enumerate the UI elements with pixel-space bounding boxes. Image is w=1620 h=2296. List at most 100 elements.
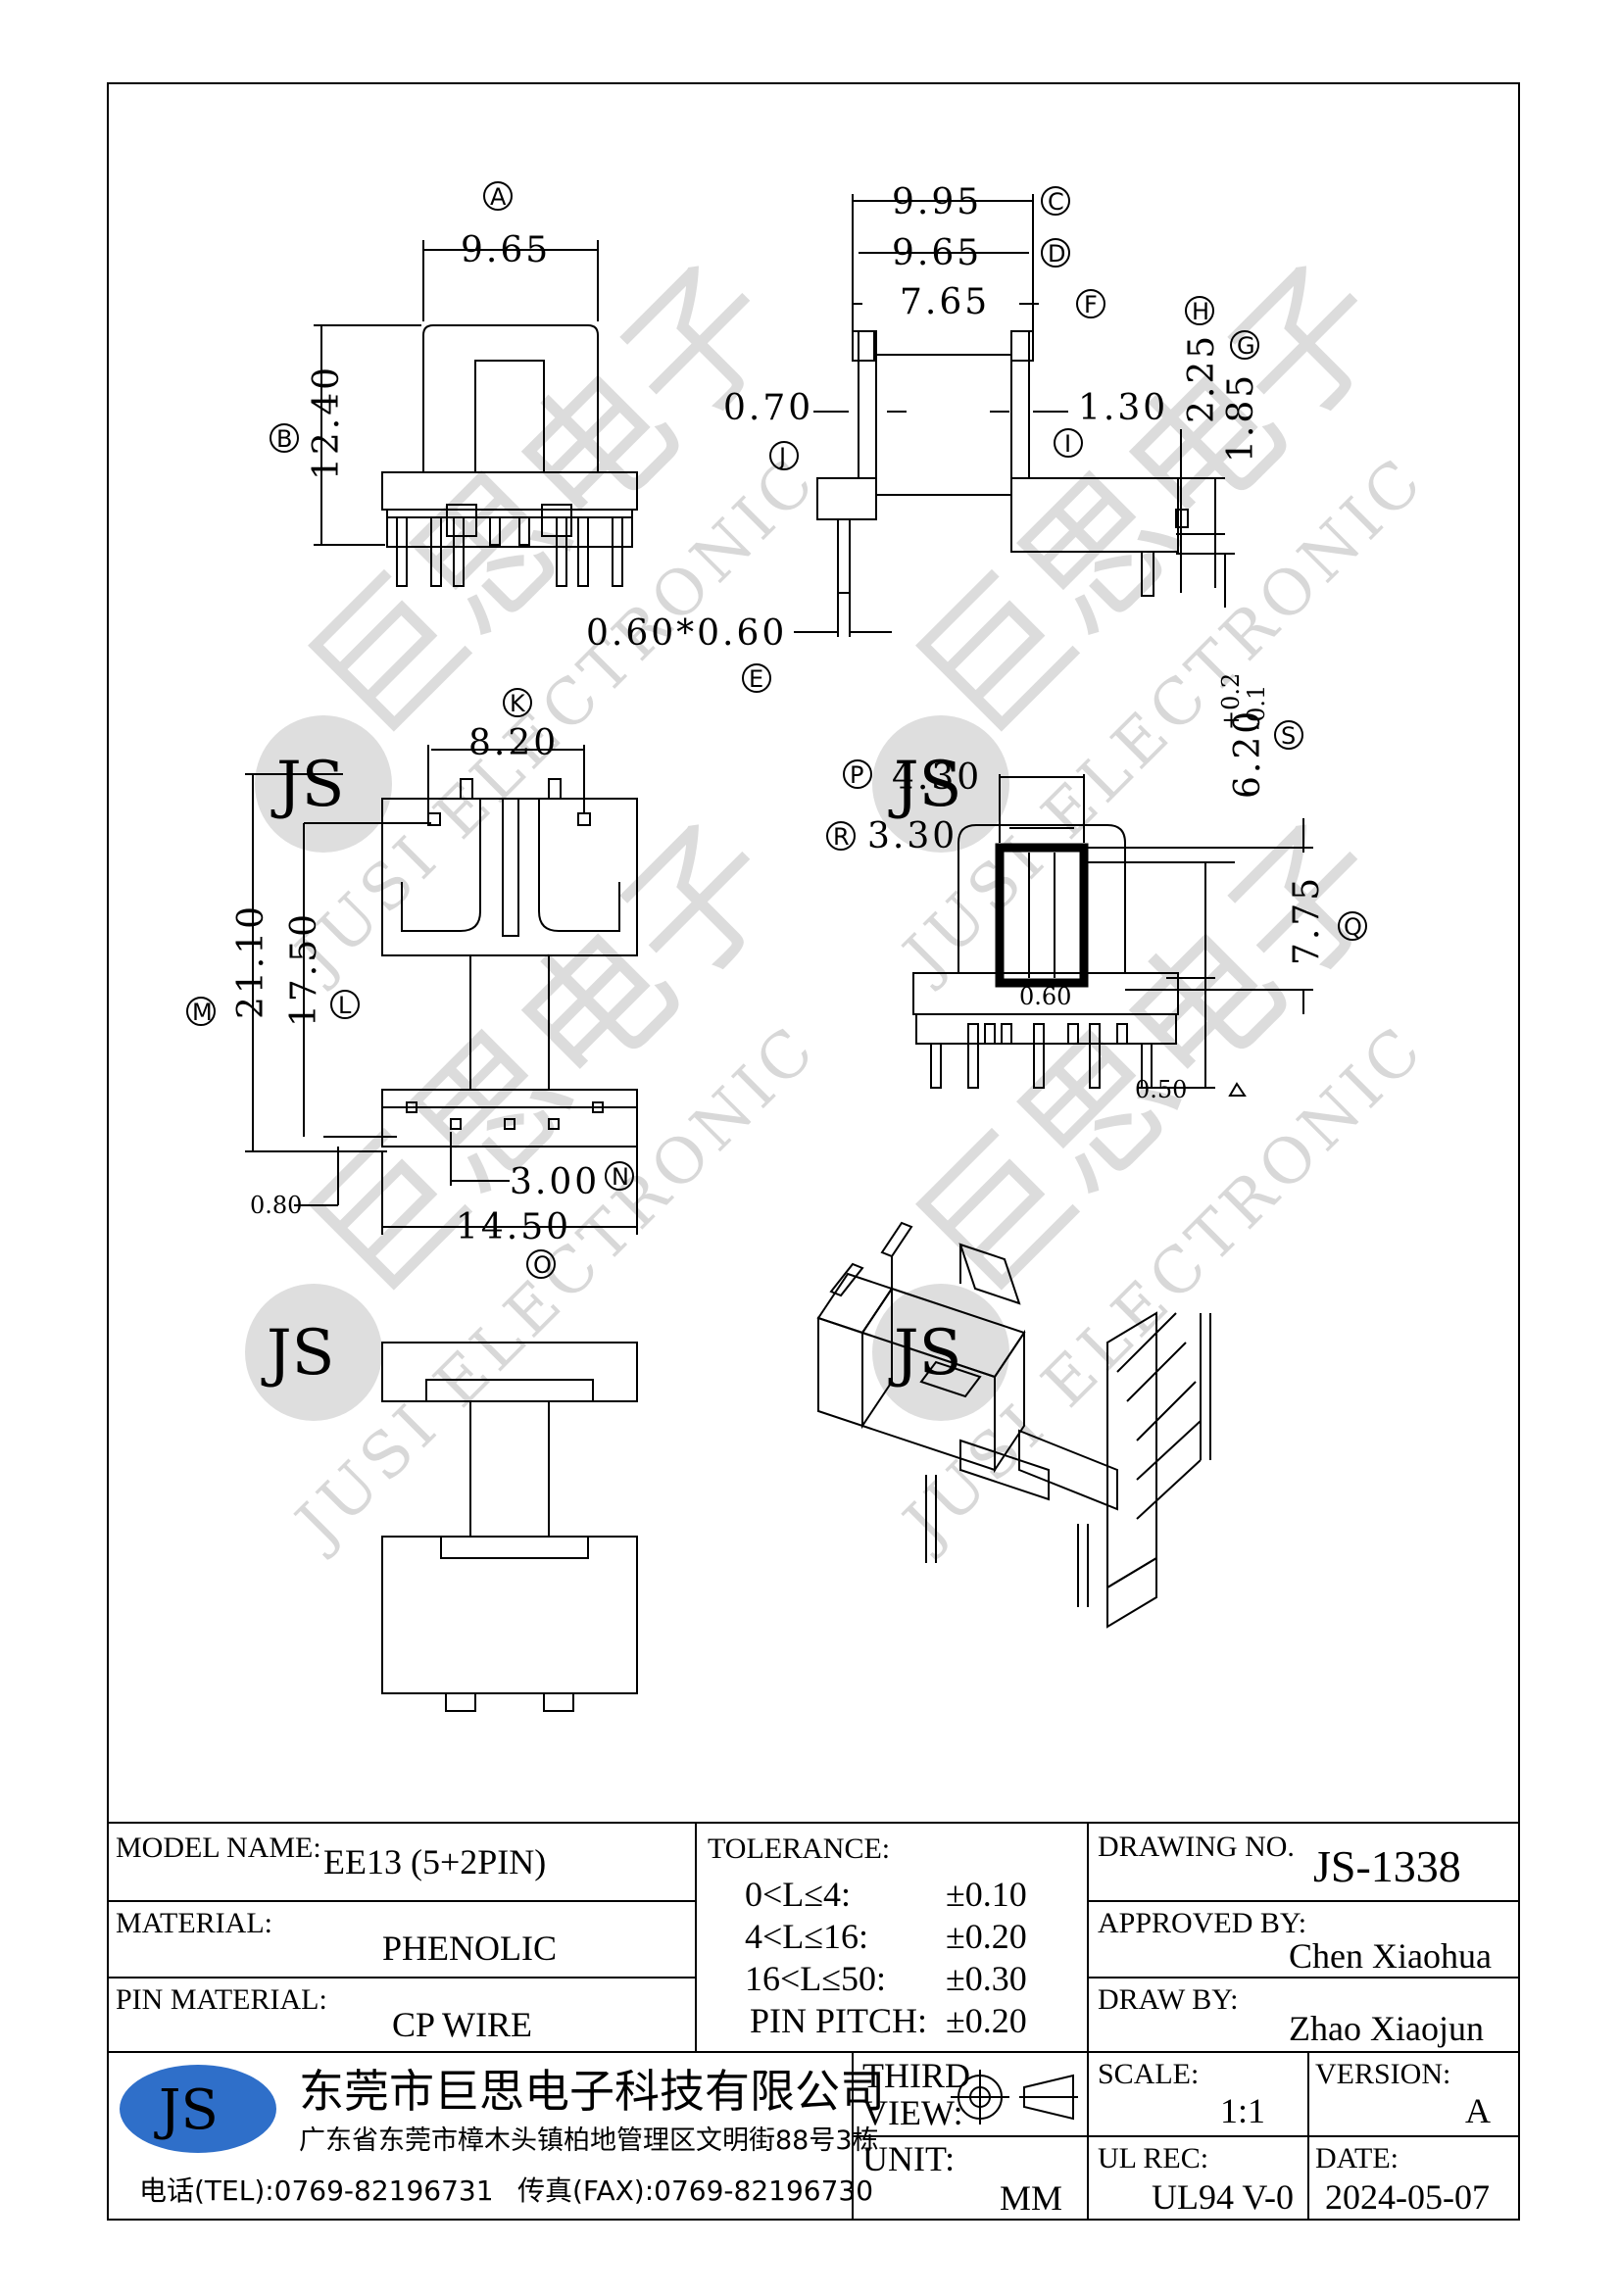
ref-H: H [1192, 298, 1209, 325]
dim-H: 2.25 [1182, 333, 1222, 423]
bottom-view [381, 1342, 638, 1712]
drawing-no: JS-1338 [1313, 1841, 1461, 1891]
side-view [794, 194, 1235, 637]
dim-A: 9.65 [461, 230, 551, 270]
view-label: VIEW: [862, 2093, 963, 2132]
reference-markers [186, 181, 1367, 1279]
tolerance-range-2: 4<L≤16: [745, 1917, 868, 1956]
dimension-labels: 9.65 12.40 9.95 9.65 7.65 0.70 1.30 2.25… [231, 182, 1327, 1247]
dim-S: 6.20 [1228, 708, 1268, 799]
top-view [245, 745, 638, 1235]
ref-B: B [276, 425, 292, 453]
approved-by: Chen Xiaohua [1289, 1936, 1492, 1976]
title-block: MODEL NAME: EE13 (5+2PIN) MATERIAL: PHEN… [116, 1831, 1492, 2218]
dim-S-minus: -0.1 [1243, 685, 1270, 730]
ref-E: E [749, 665, 763, 693]
dim-050: 0.50 [1135, 1076, 1187, 1103]
dim-E: 0.60*0.60 [586, 613, 787, 654]
unit: MM [1000, 2178, 1062, 2218]
ref-R: R [833, 823, 850, 851]
front-view [314, 240, 638, 587]
dim-K: 8.20 [468, 723, 559, 763]
dim-I: 1.30 [1078, 388, 1168, 428]
pin-material-label: PIN MATERIAL: [116, 1983, 327, 2016]
pin-pitch-label: PIN PITCH: [750, 2001, 927, 2040]
dim-Q: 7.75 [1287, 875, 1327, 965]
ref-N: N [612, 1163, 629, 1191]
dim-R: 3.30 [867, 816, 957, 856]
ref-M: M [192, 999, 213, 1026]
ref-K: K [510, 690, 526, 717]
draw-by: Zhao Xiaojun [1289, 2009, 1484, 2048]
date-label: DATE: [1315, 2142, 1399, 2174]
dim-M: 21.10 [231, 904, 271, 1019]
tolerance-value-1: ±0.10 [946, 1875, 1027, 1914]
version-label: VERSION: [1315, 2058, 1450, 2090]
watermark-logo: JS [261, 1317, 335, 1390]
company-tel: 电话(TEL):0769-82196731 [139, 2174, 494, 2207]
ref-C: C [1048, 188, 1064, 216]
draw-by-label: DRAW BY: [1098, 1983, 1238, 2016]
company-address: 广东省东莞市樟木头镇柏地管理区文明街88号3栋 [299, 2125, 879, 2156]
scale-label: SCALE: [1098, 2058, 1199, 2090]
watermark-logo: JS [888, 749, 962, 821]
company-logo [120, 2065, 276, 2153]
pin-material: CP WIRE [392, 2005, 532, 2044]
dim-F: 7.65 [900, 282, 990, 322]
third-angle-symbol [951, 2070, 1078, 2125]
ref-G: G [1237, 332, 1255, 360]
isometric-view [816, 1221, 1211, 1629]
sheet-border [107, 82, 1520, 2221]
version: A [1465, 2091, 1491, 2130]
ref-I: I [1064, 430, 1071, 458]
ref-L: L [338, 992, 352, 1019]
dim-060: 0.60 [1019, 983, 1071, 1010]
ul-rec: UL94 V-0 [1152, 2177, 1294, 2217]
ul-rec-label: UL REC: [1098, 2142, 1208, 2174]
ref-F: F [1084, 291, 1098, 318]
watermark-logo: JS [270, 749, 345, 821]
ref-A: A [490, 183, 507, 211]
date: 2024-05-07 [1325, 2177, 1490, 2217]
title-block-grid [108, 1822, 1519, 2220]
dim-G: 1.85 [1221, 372, 1261, 463]
ref-O: O [533, 1251, 552, 1279]
company-logo-text: JS [154, 2078, 219, 2142]
dim-J: 0.70 [723, 388, 813, 428]
model-name-label: MODEL NAME: [116, 1832, 321, 1864]
material: PHENOLIC [382, 1929, 557, 1968]
ref-S: S [1281, 722, 1296, 750]
approved-by-label: APPROVED BY: [1098, 1907, 1306, 1939]
cross-section-view [912, 774, 1313, 1089]
dim-C: 9.95 [892, 182, 982, 222]
tolerance-value-2: ±0.20 [946, 1917, 1027, 1956]
drawing-no-label: DRAWING NO. [1098, 1831, 1295, 1863]
tolerance-value-3: ±0.30 [946, 1959, 1027, 1998]
dim-N: 3.00 [510, 1162, 600, 1202]
ref-Q: Q [1344, 913, 1362, 941]
dim-L: 17.50 [284, 911, 324, 1027]
ref-P: P [850, 761, 863, 789]
tolerance-range-3: 16<L≤50: [745, 1959, 886, 1998]
scale: 1:1 [1220, 2091, 1265, 2130]
reference-letters: A B C D F H G I J E K L M N O P R S Q [192, 183, 1362, 1279]
company-name: 东莞市巨思电子科技有限公司 [299, 2065, 885, 2118]
third-label: THIRD [862, 2056, 970, 2095]
dim-D: 9.65 [892, 233, 982, 273]
tolerance-label: TOLERANCE: [708, 1832, 890, 1865]
company-fax: 传真(FAX):0769-82196730 [517, 2174, 873, 2207]
dim-P: 4.30 [892, 757, 982, 798]
model-name: EE13 (5+2PIN) [323, 1842, 546, 1881]
pin-pitch-value: ±0.20 [946, 2001, 1027, 2040]
ref-D: D [1048, 240, 1065, 268]
tolerance-range-1: 0<L≤4: [745, 1875, 851, 1914]
dim-B: 12.40 [307, 365, 347, 480]
dim-080: 0.80 [250, 1192, 302, 1219]
dim-S-plus: +0.2 [1217, 673, 1245, 730]
dim-O: 14.50 [456, 1207, 571, 1247]
ref-J: J [777, 443, 786, 470]
unit-label: UNIT: [862, 2139, 955, 2178]
material-label: MATERIAL: [116, 1907, 272, 1939]
